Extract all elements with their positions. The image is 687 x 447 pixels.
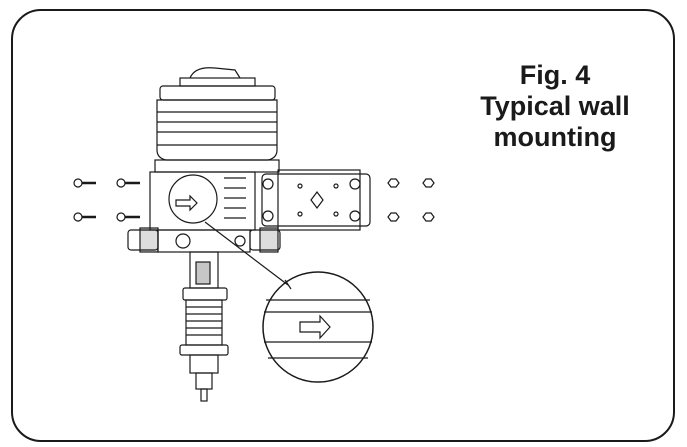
- screw-top-1: [73, 178, 96, 188]
- figure-title-line-2: mounting: [493, 122, 617, 152]
- detail-callout: [204, 221, 374, 383]
- dosing-pump: [127, 67, 281, 402]
- figure-number: Fig. 4: [519, 60, 591, 90]
- figure-frame: [11, 9, 675, 442]
- figure-title-line-1: Typical wall: [480, 91, 630, 121]
- screw-bottom-1: [73, 212, 96, 222]
- nut-bottom-2: [422, 212, 435, 222]
- nut-bottom-1: [387, 212, 400, 222]
- screws-left: [73, 178, 140, 222]
- nut-top-2: [422, 178, 435, 188]
- screw-top-2: [116, 178, 140, 188]
- wall-bracket: [261, 169, 371, 231]
- nut-top-1: [387, 178, 400, 188]
- nuts-right: [387, 178, 435, 222]
- flow-arrow-icon: [299, 314, 331, 340]
- figure-caption: Fig. 4 Typical wall mounting: [430, 60, 680, 153]
- screw-bottom-2: [116, 212, 140, 222]
